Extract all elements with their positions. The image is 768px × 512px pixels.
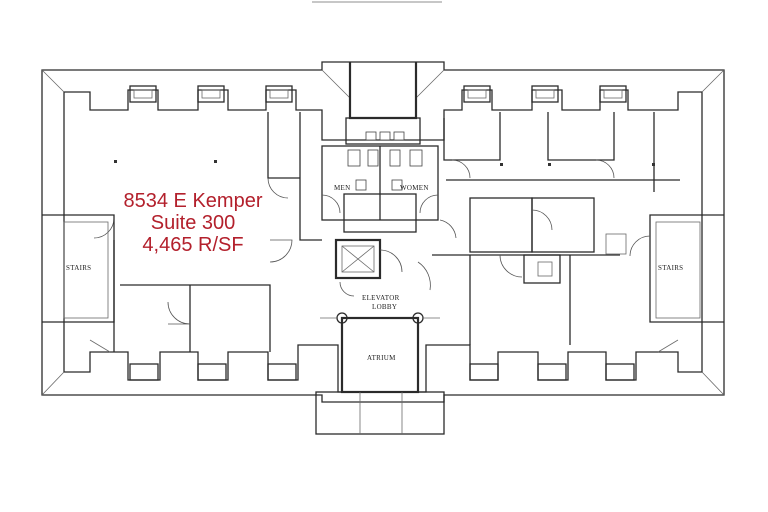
women-label: WOMEN [400,184,429,192]
suite-area: 4,465 R/SF [142,234,244,256]
elevator-lobby-label-line1: ELEVATOR [362,294,400,302]
suite-info: 8534 E Kemper Suite 300 4,465 R/SF [108,190,278,256]
atrium-label: ATRIUM [367,354,396,362]
building-outline [41,61,725,403]
stairs-left-label: STAIRS [66,264,91,272]
bottom-porch [315,391,445,435]
stairs-right-room [649,214,724,323]
window-dormers-top [129,85,627,103]
right-suite-walls [432,112,680,345]
men-label: MEN [334,184,350,192]
stairs-right-label: STAIRS [658,264,683,272]
center-core [320,62,457,394]
suite-number: Suite 300 [150,212,236,234]
suite-address: 8534 E Kemper [123,190,263,212]
elevator-lobby-label-line2: LOBBY [372,303,397,311]
stairs-left-room [42,214,115,323]
window-dormers-bottom [129,363,635,381]
